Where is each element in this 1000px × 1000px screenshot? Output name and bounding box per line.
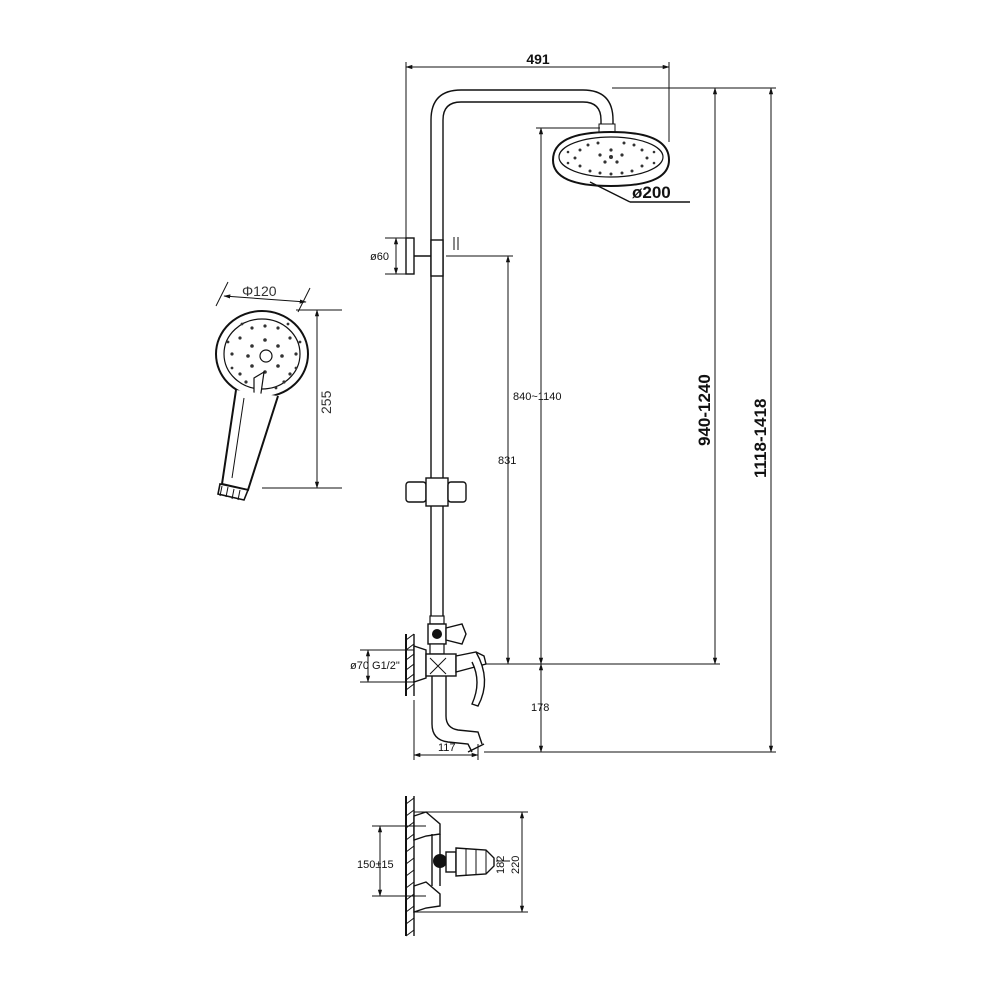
dim-spout-reach: 117 xyxy=(438,742,456,754)
overhead-shower-head: ø200 xyxy=(551,130,690,203)
dim-bracket-diameter: ø60 xyxy=(370,251,389,263)
dim-inlet-centers: 150±15 xyxy=(357,859,394,871)
dimension-831: 831 xyxy=(446,255,516,665)
hand-shower: Φ120 255 xyxy=(215,281,342,501)
dimension-491: 491 xyxy=(405,51,670,238)
dim-adjust-range: 840~1140 xyxy=(513,391,561,403)
mixer-top-view: 150±15 182 220 xyxy=(357,796,528,937)
dim-total-height: 1118-1418 xyxy=(751,399,770,478)
dim-hand-length: 255 xyxy=(318,390,334,414)
dim-spout-height: 178 xyxy=(531,702,549,714)
mixer-valve: ø70 G1/2" 117 xyxy=(350,633,487,760)
dim-rail-height: 831 xyxy=(498,455,516,467)
dimension-178: 178 xyxy=(484,663,776,753)
dimension-1118-1418: 1118-1418 xyxy=(670,87,776,753)
diverter xyxy=(427,615,467,655)
dim-overall-body: 220 xyxy=(510,856,522,874)
dim-head-height: 940-1240 xyxy=(695,374,714,446)
slide-holder xyxy=(405,477,467,507)
dimension-840-1140: 840~1140 xyxy=(513,127,600,665)
dim-hand-diameter: Φ120 xyxy=(242,283,277,299)
dim-mixer-flange: ø70 G1/2" xyxy=(350,660,400,672)
wall-bracket: ø60 xyxy=(370,237,459,277)
dim-491-label: 491 xyxy=(526,51,550,67)
dim-head-diameter: ø200 xyxy=(632,183,671,202)
dim-body-height: 182 xyxy=(495,856,507,874)
